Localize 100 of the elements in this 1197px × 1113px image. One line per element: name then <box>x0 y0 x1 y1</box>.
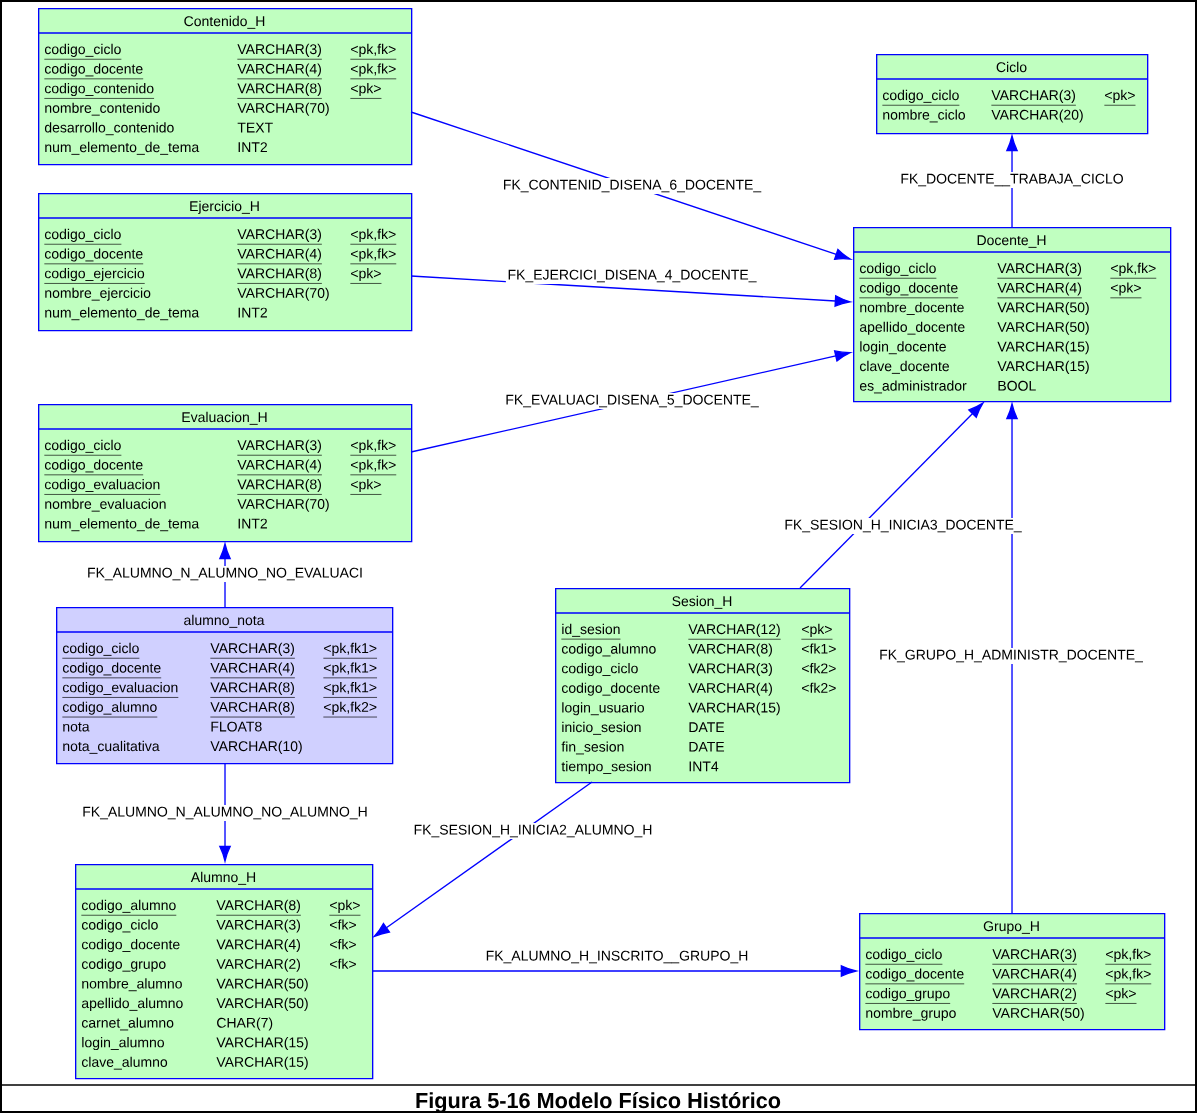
table-title: Ejercicio_H <box>190 200 259 214</box>
key-label: <pk,fk> <box>1110 262 1157 279</box>
edge-label: FK_ALUMNO_N_ALUMNO_NO_EVALUACI <box>85 566 365 582</box>
data-type: VARCHAR(50) <box>997 302 1089 316</box>
key-label: <pk> <box>1110 282 1142 299</box>
data-type: VARCHAR(4) <box>237 459 323 476</box>
column-name: codigo_ciclo <box>859 262 937 279</box>
column-name: codigo_ciclo <box>44 439 122 456</box>
column-name: codigo_docente <box>859 282 959 299</box>
column-name: nombre_ciclo <box>883 109 965 123</box>
edge-label: FK_EJERCICI_DISENA_4_DOCENTE_ <box>505 268 759 284</box>
column-name: nota <box>63 722 90 732</box>
table-box <box>37 404 413 543</box>
column-name: nombre_docente <box>860 302 964 315</box>
column-name: codigo_docente <box>865 968 965 985</box>
column-name: nombre_evaluacion <box>45 498 166 512</box>
data-type: VARCHAR(15) <box>997 341 1089 355</box>
column-name: carnet_alumno <box>81 1017 174 1031</box>
key-label: <pk,fk1> <box>323 682 378 698</box>
key-label: <pk,fk> <box>350 43 397 60</box>
column-name: es_administrador <box>859 380 967 394</box>
table-title: Ciclo <box>996 61 1027 73</box>
data-type: VARCHAR(8) <box>237 83 323 99</box>
key-label: <pk,fk2> <box>323 701 378 718</box>
key-label: <fk2> <box>802 682 836 693</box>
data-type: DATE <box>689 722 725 732</box>
column-name: codigo_docente <box>44 459 144 476</box>
arrow <box>219 762 231 862</box>
column-name: id_sesion <box>561 623 621 640</box>
column-name: desarrollo_contenido <box>44 122 174 136</box>
arrow <box>410 275 851 307</box>
data-type: VARCHAR(3) <box>210 642 296 659</box>
key-label: <pk,fk> <box>1105 968 1152 985</box>
data-type: VARCHAR(2) <box>992 988 1078 1004</box>
column-name: codigo_alumno <box>81 899 177 916</box>
data-type: VARCHAR(15) <box>997 360 1089 374</box>
column-name: login_docente <box>860 341 946 355</box>
column-name: codigo_contenido <box>44 83 155 99</box>
data-type: VARCHAR(8) <box>237 479 323 495</box>
column-name: nombre_grupo <box>866 1007 956 1021</box>
data-type: VARCHAR(8) <box>210 682 296 698</box>
column-name: codigo_ciclo <box>44 228 122 245</box>
table-box <box>875 54 1149 135</box>
arrow <box>219 543 231 608</box>
table-box <box>37 193 413 332</box>
data-type: INT2 <box>238 307 267 318</box>
column-name: codigo_alumno <box>561 643 656 657</box>
table-title: Sesion_H <box>672 595 732 609</box>
table-box <box>852 227 1172 403</box>
data-type: VARCHAR(3) <box>991 89 1077 106</box>
key-label: <pk,fk1> <box>323 662 378 679</box>
data-type: VARCHAR(3) <box>992 948 1078 965</box>
data-type: VARCHAR(70) <box>237 287 329 301</box>
column-name: codigo_ciclo <box>62 642 140 659</box>
edge-label: FK_ALUMNO_N_ALUMNO_NO_ALUMNO_H <box>80 805 370 821</box>
column-name: clave_docente <box>859 360 949 374</box>
table-box <box>55 607 394 765</box>
column-name: tiempo_sesion <box>561 761 651 775</box>
column-name: codigo_ciclo <box>81 919 158 933</box>
data-type: VARCHAR(50) <box>216 978 308 992</box>
arrow <box>1006 403 1018 914</box>
table-title: Docente_H <box>977 235 1046 248</box>
column-name: codigo_ciclo <box>44 43 122 60</box>
data-type: VARCHAR(15) <box>216 1037 308 1051</box>
data-type: VARCHAR(20) <box>991 109 1083 123</box>
key-label: <pk,fk> <box>1105 948 1152 965</box>
data-type: VARCHAR(3) <box>237 43 323 60</box>
key-label: <pk,fk> <box>350 459 397 476</box>
column-name: codigo_ciclo <box>561 663 638 677</box>
column-name: codigo_docente <box>561 682 660 696</box>
edge-label: FK_CONTENID_DISENA_6_DOCENTE_ <box>501 178 763 194</box>
data-type: VARCHAR(2) <box>216 958 300 972</box>
column-name: apellido_docente <box>859 321 965 335</box>
data-type: INT2 <box>238 518 267 529</box>
column-name: login_usuario <box>562 702 645 716</box>
key-label: <pk,fk> <box>350 439 397 456</box>
data-type: VARCHAR(4) <box>992 968 1078 985</box>
column-name: nombre_alumno <box>82 978 182 992</box>
data-type: VARCHAR(50) <box>216 997 308 1011</box>
column-name: codigo_alumno <box>62 701 158 718</box>
column-name: codigo_ciclo <box>882 89 960 106</box>
key-label: <fk> <box>330 919 356 930</box>
arrow <box>799 402 984 589</box>
arrow <box>410 111 851 260</box>
edge-label: FK_GRUPO_H_ADMINISTR_DOCENTE_ <box>877 648 1145 664</box>
key-label: <pk,fk1> <box>323 642 378 659</box>
key-label: <pk> <box>329 899 361 916</box>
data-type: FLOAT8 <box>211 721 262 732</box>
edge-label: FK_ALUMNO_H_INSCRITO__GRUPO_H <box>484 949 750 965</box>
table-title: Grupo_H <box>983 921 1039 934</box>
key-label: <pk,fk> <box>350 248 397 265</box>
key-label: <fk1> <box>802 643 836 654</box>
data-type: VARCHAR(15) <box>688 702 780 716</box>
data-type: VARCHAR(3) <box>216 919 300 933</box>
key-label: <pk> <box>801 623 833 640</box>
data-type: VARCHAR(4) <box>688 682 772 696</box>
column-name: codigo_grupo <box>865 988 951 1004</box>
data-type: VARCHAR(4) <box>237 63 323 80</box>
data-type: VARCHAR(3) <box>688 663 772 677</box>
key-label: <pk> <box>350 83 382 99</box>
